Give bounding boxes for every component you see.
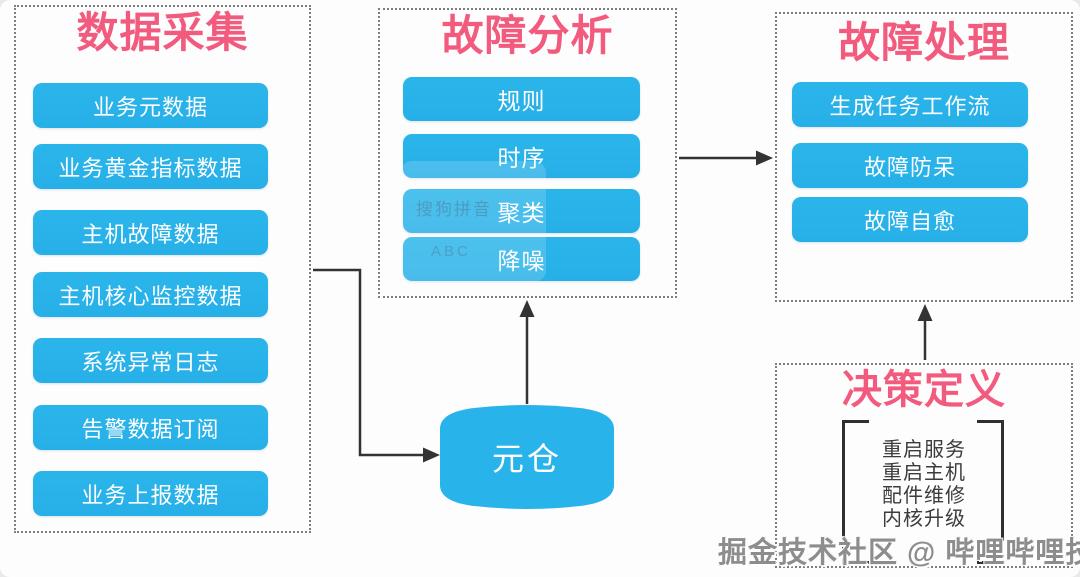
node-clustering: 聚类 (403, 189, 640, 233)
fault-handling-box: 故障处理 生成任务工作流 故障防呆 故障自愈 (775, 12, 1073, 302)
decision-item-restart-host: 重启主机 (882, 462, 966, 484)
node-noise-reduction: 降噪 (403, 237, 640, 281)
decision-item-part-repair: 配件维修 (882, 485, 966, 507)
site-watermark: 掘金技术社区 @ 哔哩哔哩技术 (718, 537, 1080, 569)
decision-definition-box: 决策定义 重启服务 重启主机 配件维修 内核升级 (775, 363, 1073, 568)
node-alert-subscription: 告警数据订阅 (33, 405, 268, 450)
decision-definition-title: 决策定义 (842, 368, 1006, 412)
decision-list: 重启服务 重启主机 配件维修 内核升级 (777, 439, 1071, 531)
meta-warehouse-cylinder: 元仓 (438, 402, 616, 512)
decision-item-kernel-upgrade: 内核升级 (882, 508, 966, 530)
data-collection-box: 数据采集 业务元数据 业务黄金指标数据 主机故障数据 主机核心监控数据 系统异常… (14, 5, 311, 533)
bracket-right (977, 420, 1004, 564)
node-golden-metric-data: 业务黄金指标数据 (33, 144, 268, 189)
node-business-metadata: 业务元数据 (33, 83, 268, 128)
arrowhead-up-analysis (519, 300, 535, 317)
decision-item-restart-service: 重启服务 (882, 439, 966, 461)
data-collection-title: 数据采集 (76, 9, 249, 56)
bracket-left (842, 420, 869, 564)
node-host-core-monitor-data: 主机核心监控数据 (33, 272, 268, 317)
node-fault-self-healing: 故障自愈 (792, 197, 1028, 242)
fault-handling-title: 故障处理 (837, 19, 1010, 66)
node-host-fault-data: 主机故障数据 (33, 210, 268, 255)
node-rules: 规则 (403, 77, 640, 121)
node-business-report-data: 业务上报数据 (33, 471, 268, 516)
arrowhead-up-handling (917, 304, 933, 321)
fault-analysis-box: 故障分析 规则 时序 聚类 降噪 搜狗拼音 ABC (378, 8, 677, 298)
cylinder-shape (440, 405, 614, 509)
node-system-exception-log: 系统异常日志 (33, 338, 268, 383)
meta-warehouse-label: 元仓 (491, 441, 562, 477)
arrowhead-right-handling (756, 150, 773, 166)
fault-analysis-title: 故障分析 (441, 12, 614, 59)
node-fault-proofing: 故障防呆 (792, 143, 1028, 188)
node-task-workflow: 生成任务工作流 (792, 82, 1028, 127)
node-time-series: 时序 (403, 134, 640, 178)
